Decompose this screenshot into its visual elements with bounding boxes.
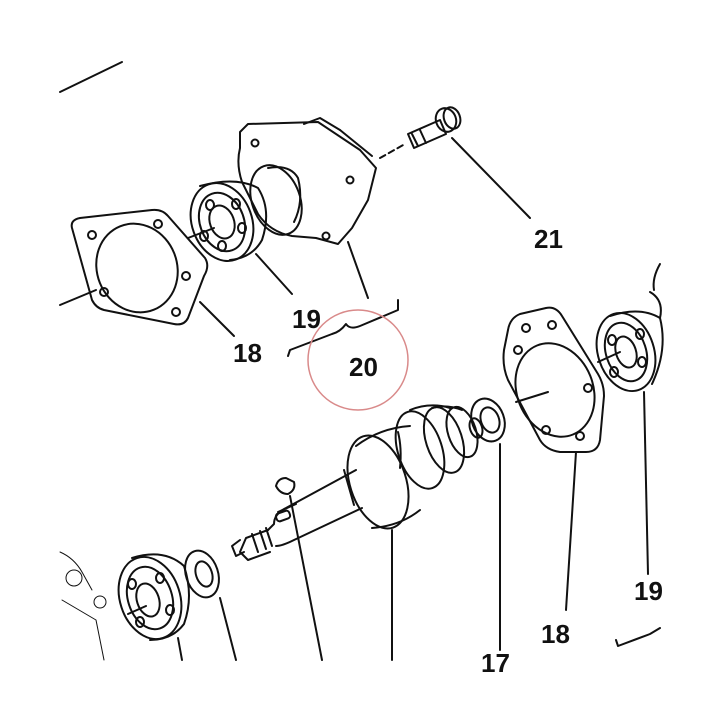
crankshaft [231, 404, 484, 561]
woodruff-key [275, 477, 296, 495]
gasket-left [59, 208, 209, 326]
bearing-upper [187, 180, 268, 262]
leader-19-right [643, 391, 649, 575]
callout-21: 21 [534, 224, 563, 254]
brace-bottom-right [615, 627, 661, 647]
leader-key [289, 495, 323, 661]
bearing-right [595, 263, 664, 393]
washer-lower-left [184, 549, 220, 599]
leader-18-right [565, 451, 577, 611]
brace-20 [287, 299, 399, 357]
gasket-right [502, 306, 605, 453]
callout-19-right: 19 [634, 576, 663, 606]
bearing-lower-left [117, 553, 190, 641]
engine-block-outline [59, 551, 107, 661]
bolt [379, 106, 462, 159]
bearing-housing [237, 117, 377, 245]
washer-17 [470, 397, 506, 443]
callout-19-top: 19 [292, 304, 321, 334]
highlight-circle [307, 309, 409, 411]
frame-edge-line [59, 61, 123, 93]
callout-18-right: 18 [541, 619, 570, 649]
leader-21 [451, 137, 531, 219]
leader-19-top [255, 253, 293, 295]
leader-20 [347, 241, 369, 299]
callout-17: 17 [481, 648, 510, 678]
callout-20: 20 [349, 352, 378, 382]
leader-washer-ll [219, 597, 237, 661]
leader-bearing-ll [177, 637, 183, 661]
callout-18-left: 18 [233, 338, 262, 368]
leader-18-left [199, 301, 235, 337]
